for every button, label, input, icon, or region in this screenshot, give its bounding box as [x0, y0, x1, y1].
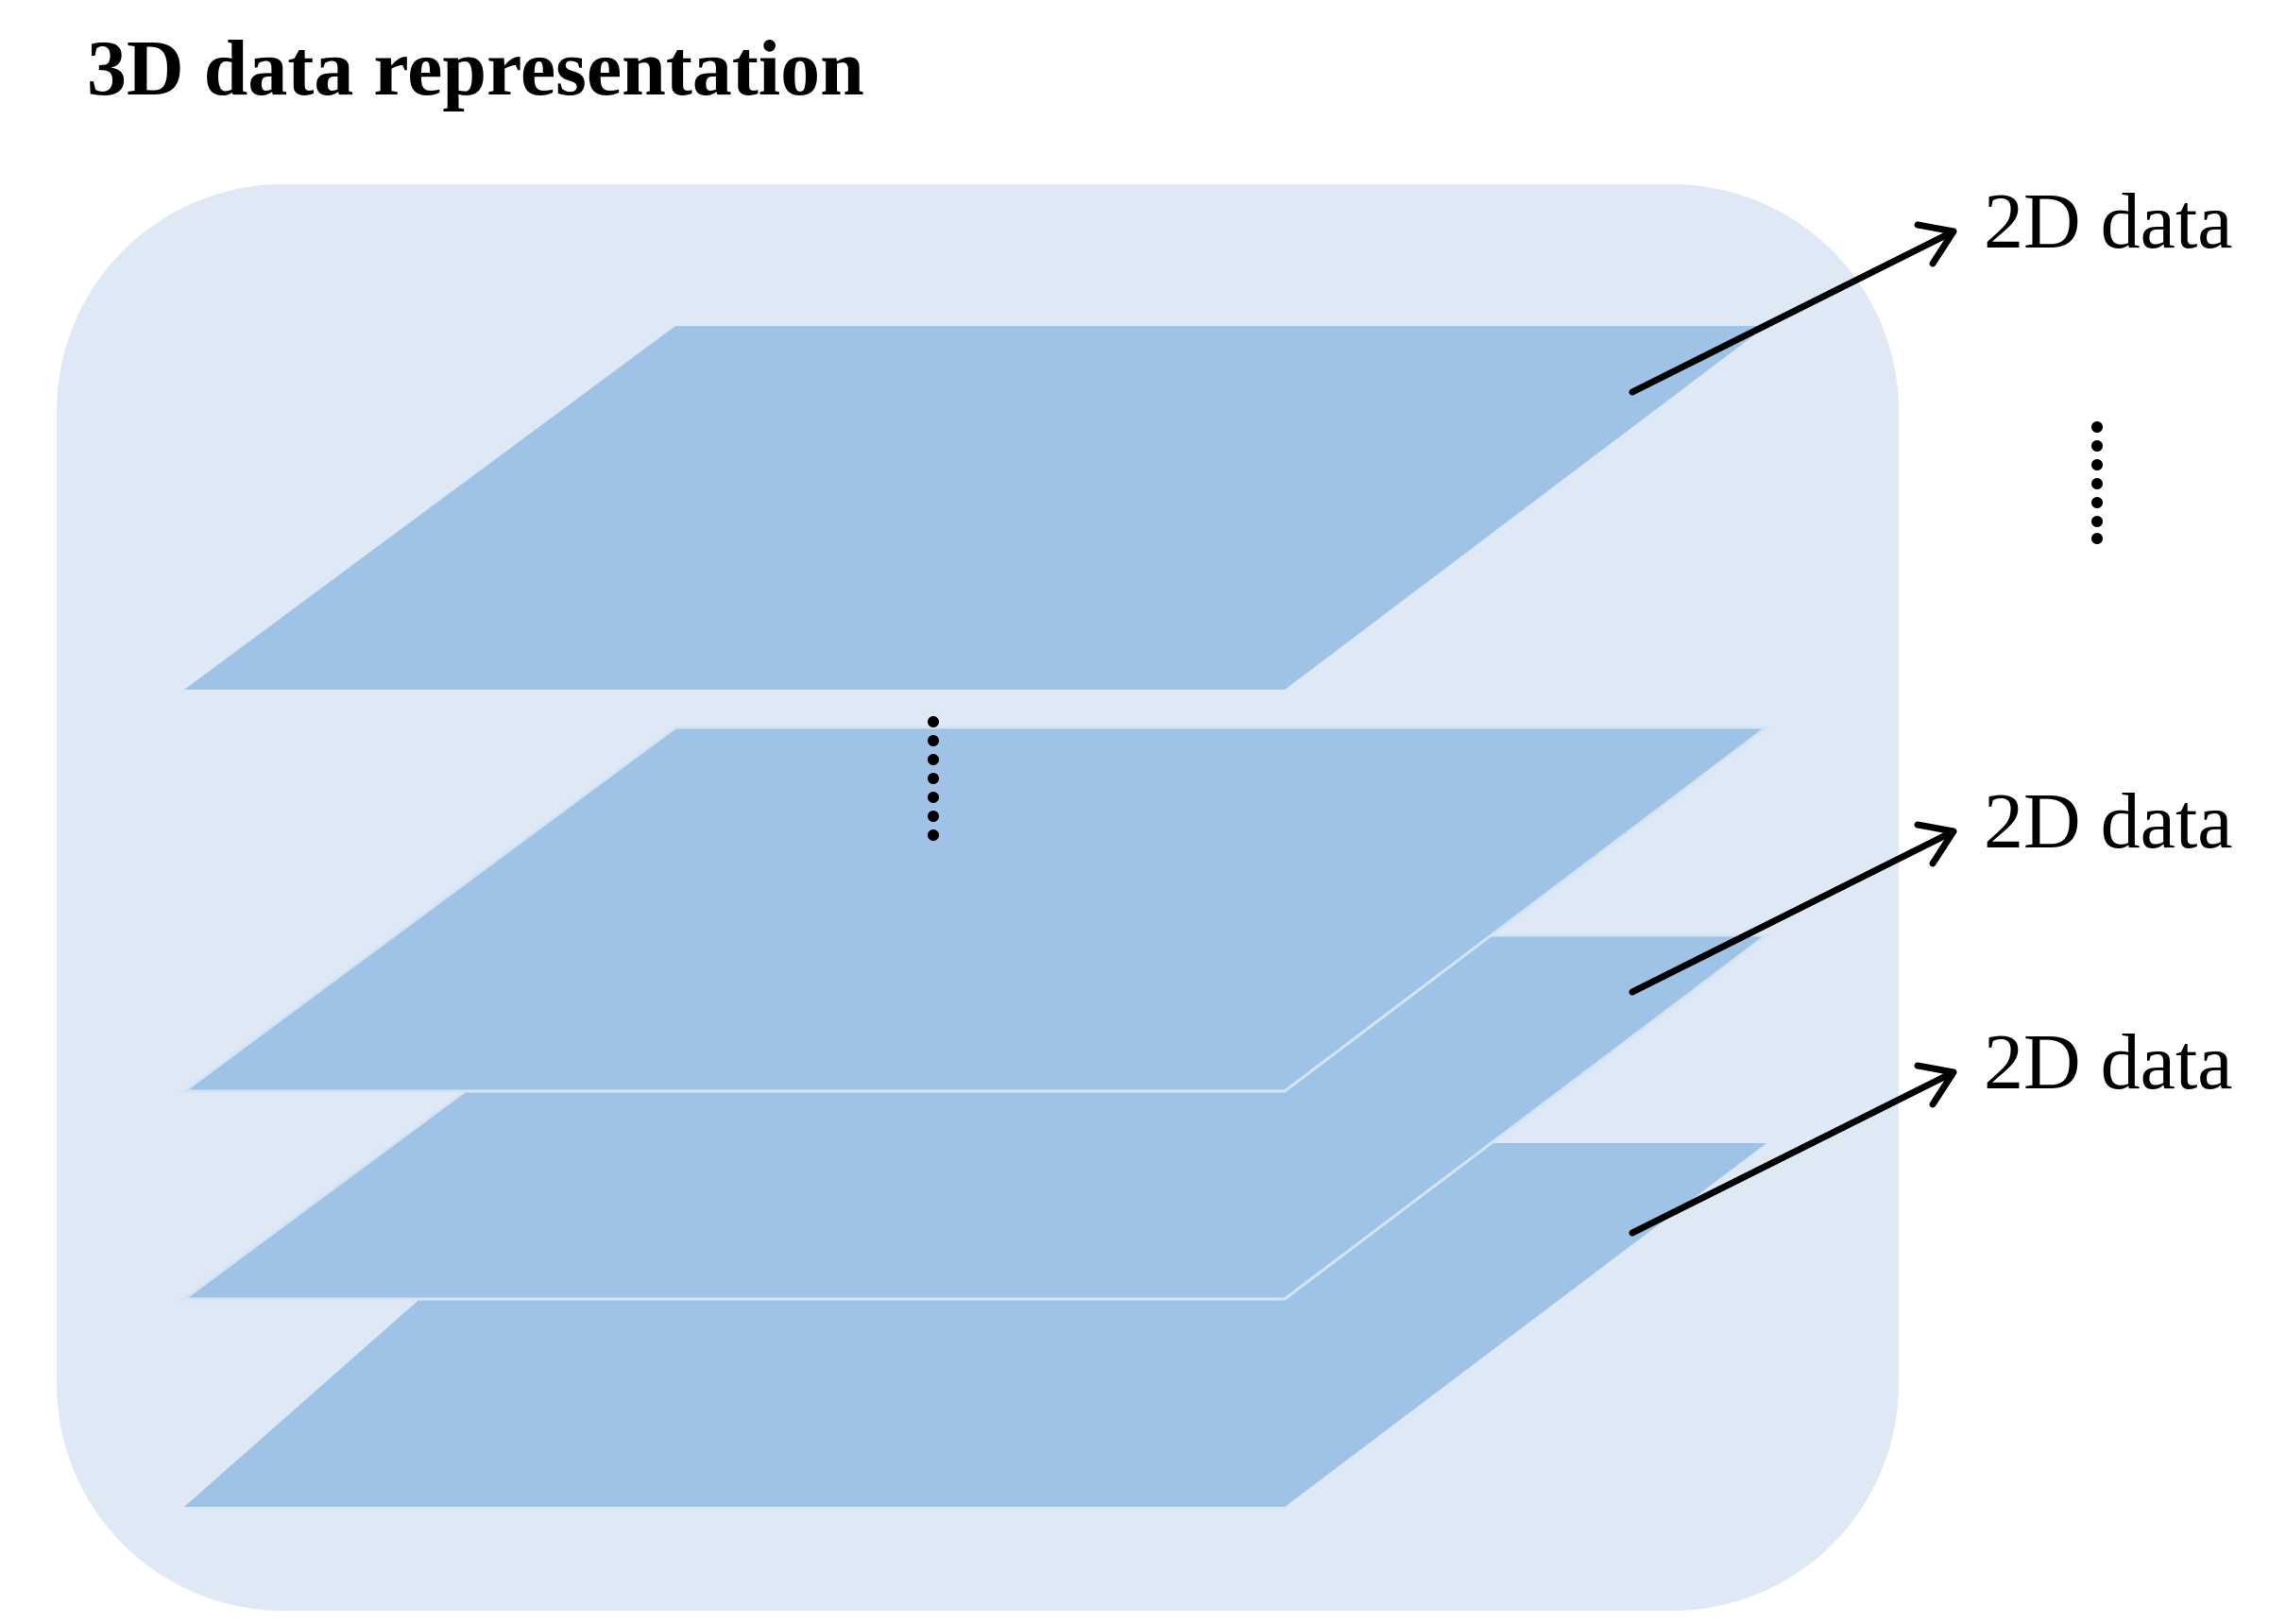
2d-data-label: 2D data	[1984, 178, 2233, 265]
arrow-icon	[1629, 221, 1957, 396]
plane-stack	[179, 326, 1771, 1507]
vertical-ellipsis-icon	[2091, 421, 2103, 544]
arrow-icon	[1629, 1062, 1957, 1237]
2d-plane-top	[184, 326, 1766, 690]
diagram-title: 3D data representation	[87, 25, 864, 112]
2d-data-label: 2D data	[1984, 778, 2233, 865]
2d-plane-middle	[179, 726, 1771, 1093]
2d-data-label: 2D data	[1984, 1018, 2233, 1106]
arrow-icon	[1629, 821, 1957, 996]
vertical-ellipsis-icon	[928, 716, 939, 841]
